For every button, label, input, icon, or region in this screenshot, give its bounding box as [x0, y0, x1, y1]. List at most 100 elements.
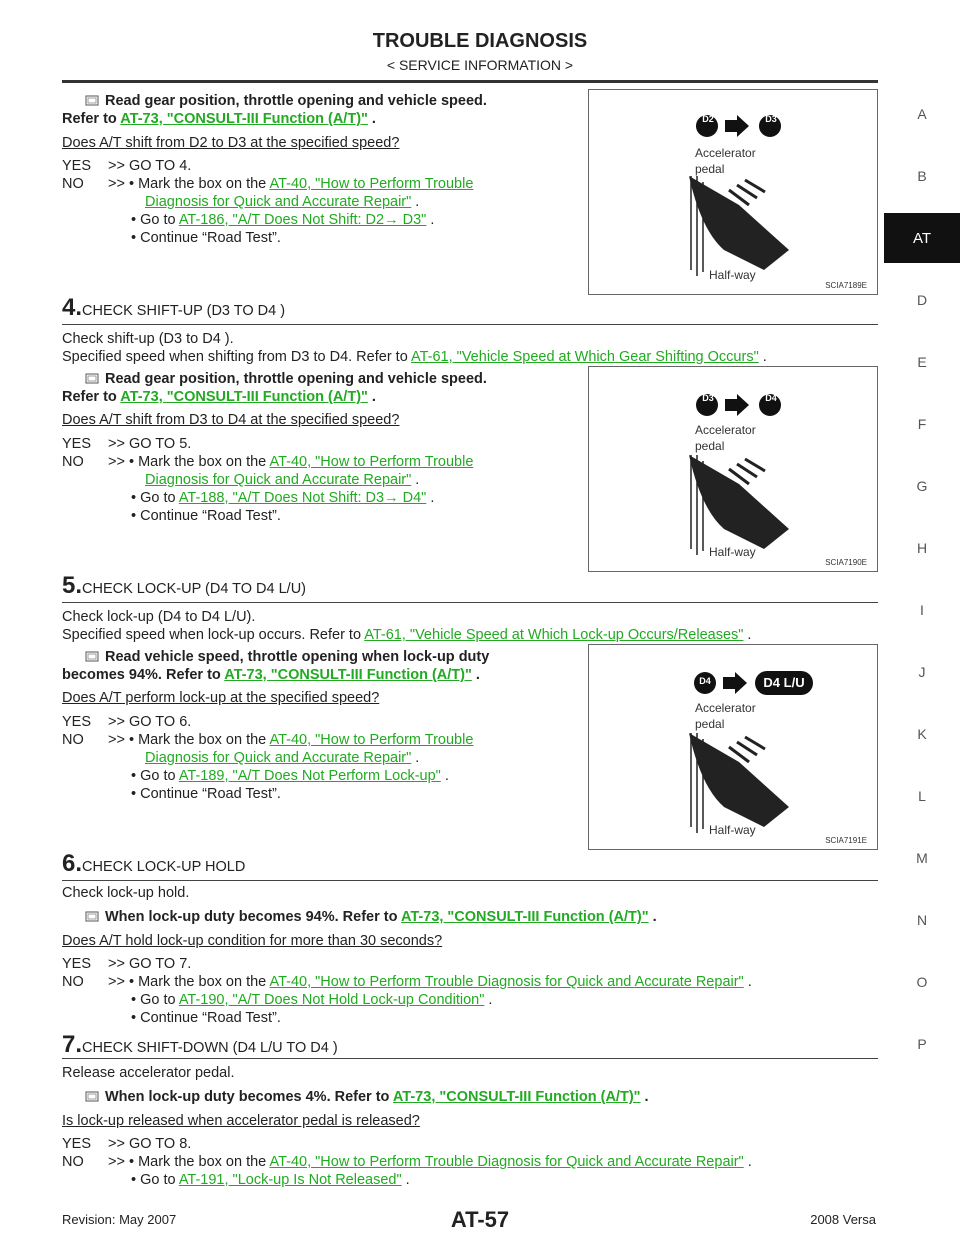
fig-to-gear: D4	[765, 393, 777, 403]
step-5-note-2: becomes 94%. Refer to AT-73, "CONSULT-II…	[62, 667, 480, 683]
side-index-b[interactable]: B	[917, 168, 927, 184]
yes-label: YES	[62, 714, 92, 730]
step-5-question: Does A/T perform lock-up at the specifie…	[62, 690, 380, 706]
no-line-1: >> • Mark the box on the AT-40, "How to …	[108, 1154, 752, 1170]
gear-shifting-speed-link[interactable]: AT-61, "Vehicle Speed at Which Gear Shif…	[411, 349, 759, 365]
yes-label: YES	[62, 436, 92, 452]
yes-text: >> GO TO 6.	[108, 714, 192, 730]
fig-to-gear: D4 L/U	[763, 675, 805, 690]
go-to-link[interactable]: AT-190, "A/T Does Not Hold Lock-up Condi…	[178, 992, 485, 1008]
fig-to-gear: D3	[765, 114, 777, 124]
consult-function-link[interactable]: AT-73, "CONSULT-III Function (A/T)"	[120, 111, 368, 127]
how-to-perform-link-cont[interactable]: Diagnosis for Quick and Accurate Repair"	[145, 472, 412, 488]
figure-d2-d3: D2 D3 Accelerator pedal Half-way SCIA718…	[588, 89, 878, 295]
consult-monitor-icon	[85, 651, 99, 662]
side-index-n[interactable]: N	[916, 912, 928, 928]
step-5-heading: 5.CHECK LOCK-UP (D4 TO D4 L/U)	[62, 572, 307, 599]
go-to-line: • Go to AT-188, "A/T Does Not Shift: D3→…	[131, 490, 435, 506]
step-4-heading: 4.CHECK SHIFT-UP (D3 TO D4 )	[62, 294, 286, 321]
step-7-rule	[62, 1058, 878, 1059]
step-4-line-2: Specified speed when shifting from D3 to…	[62, 349, 767, 365]
side-index-h[interactable]: H	[916, 540, 928, 556]
no-label: NO	[62, 732, 84, 748]
step-7-note: When lock-up duty becomes 4%. Refer to A…	[85, 1088, 649, 1106]
go-to-line: • Go to AT-191, "Lock-up Is Not Released…	[131, 1172, 410, 1188]
yes-text: >> GO TO 5.	[108, 436, 192, 452]
figure-d3-d4: D3 D4 Accelerator pedal Half-way SCIA719…	[588, 366, 878, 572]
side-index-at-active[interactable]: AT	[884, 213, 960, 263]
step-5-line-1: Check lock-up (D4 to D4 L/U).	[62, 609, 256, 625]
go-to-link[interactable]: AT-186, "A/T Does Not Shift: D2→ D3"	[178, 212, 427, 228]
no-line-1: >> • Mark the box on the AT-40, "How to …	[108, 974, 752, 990]
no-label: NO	[62, 1154, 84, 1170]
step-6-question: Does A/T hold lock-up condition for more…	[62, 933, 443, 949]
step-5-line-2: Specified speed when lock-up occurs. Ref…	[62, 627, 752, 643]
no-line-2: Diagnosis for Quick and Accurate Repair"…	[145, 472, 420, 488]
fig-code: SCIA7191E	[825, 836, 867, 845]
how-to-perform-link[interactable]: AT-40, "How to Perform Trouble	[269, 454, 474, 470]
fig-label-accelerator: Accelerator	[695, 146, 756, 160]
pedal-diagram	[689, 671, 813, 833]
section-subtitle: < SERVICE INFORMATION >	[386, 57, 574, 73]
how-to-perform-link-cont[interactable]: Diagnosis for Quick and Accurate Repair"	[145, 750, 412, 766]
step-6-line-1: Check lock-up hold.	[62, 885, 190, 901]
no-line-1: >> • Mark the box on the AT-40, "How to …	[108, 176, 474, 192]
yes-text: >> GO TO 8.	[108, 1136, 192, 1152]
side-index-l[interactable]: L	[918, 788, 926, 804]
step-5-rule	[62, 602, 878, 603]
yes-text: >> GO TO 4.	[108, 158, 192, 174]
side-index-k[interactable]: K	[917, 726, 927, 742]
how-to-perform-link[interactable]: AT-40, "How to Perform Trouble	[269, 176, 474, 192]
no-label: NO	[62, 974, 84, 990]
consult-monitor-icon	[85, 373, 99, 384]
lock-up-speed-link[interactable]: AT-61, "Vehicle Speed at Which Lock-up O…	[364, 627, 744, 643]
fig-code: SCIA7189E	[825, 281, 867, 290]
how-to-perform-link[interactable]: AT-40, "How to Perform Trouble Diagnosis…	[269, 974, 744, 990]
yes-label: YES	[62, 956, 92, 972]
yes-text: >> GO TO 7.	[108, 956, 192, 972]
note-line-1: Read gear position, throttle opening and…	[85, 92, 487, 110]
fig-label-halfway: Half-way	[709, 268, 756, 282]
side-index-e[interactable]: E	[917, 354, 927, 370]
side-index-a[interactable]: A	[917, 106, 927, 122]
consult-function-link[interactable]: AT-73, "CONSULT-III Function (A/T)"	[400, 909, 649, 925]
how-to-perform-link-cont[interactable]: Diagnosis for Quick and Accurate Repair"	[145, 194, 412, 210]
side-index-o[interactable]: O	[916, 974, 928, 990]
continue-line: • Continue “Road Test”.	[131, 1010, 281, 1026]
continue-line: • Continue “Road Test”.	[131, 786, 281, 802]
side-index-j[interactable]: J	[918, 664, 926, 680]
yes-label: YES	[62, 158, 92, 174]
side-index-p[interactable]: P	[917, 1036, 927, 1052]
go-to-link[interactable]: AT-188, "A/T Does Not Shift: D3→ D4"	[178, 490, 427, 506]
consult-function-link[interactable]: AT-73, "CONSULT-III Function (A/T)"	[224, 667, 472, 683]
side-index-m[interactable]: M	[916, 850, 928, 866]
consult-function-link[interactable]: AT-73, "CONSULT-III Function (A/T)"	[392, 1089, 641, 1105]
fig-label-pedal: pedal	[695, 717, 725, 731]
fig-label-halfway: Half-way	[709, 545, 756, 559]
go-to-link[interactable]: AT-191, "Lock-up Is Not Released"	[178, 1172, 402, 1188]
continue-line: • Continue “Road Test”.	[131, 508, 281, 524]
fig-label-accelerator: Accelerator	[695, 423, 756, 437]
side-index-i[interactable]: I	[920, 602, 924, 618]
no-label: NO	[62, 176, 84, 192]
question: Does A/T shift from D2 to D3 at the spec…	[62, 135, 400, 151]
pedal-diagram	[689, 115, 789, 276]
consult-monitor-icon	[85, 95, 99, 106]
step-7-line-1: Release accelerator pedal.	[62, 1065, 235, 1081]
how-to-perform-link[interactable]: AT-40, "How to Perform Trouble	[269, 732, 474, 748]
fig-from-gear: D2	[702, 114, 714, 124]
side-index-g[interactable]: G	[916, 478, 928, 494]
pedal-diagram	[689, 394, 789, 555]
how-to-perform-link[interactable]: AT-40, "How to Perform Trouble Diagnosis…	[269, 1154, 744, 1170]
fig-from-gear: D3	[702, 393, 714, 403]
side-index-f[interactable]: F	[917, 416, 927, 432]
step-4-question: Does A/T shift from D3 to D4 at the spec…	[62, 412, 400, 428]
fig-from-gear: D4	[699, 676, 711, 686]
go-to-link[interactable]: AT-189, "A/T Does Not Perform Lock-up"	[178, 768, 441, 784]
step-6-rule	[62, 880, 878, 881]
consult-function-link[interactable]: AT-73, "CONSULT-III Function (A/T)"	[120, 389, 368, 405]
side-index-d[interactable]: D	[916, 292, 928, 308]
step-6-heading: 6.CHECK LOCK-UP HOLD	[62, 850, 246, 877]
consult-monitor-icon	[85, 911, 99, 922]
fig-label-halfway: Half-way	[709, 823, 756, 837]
